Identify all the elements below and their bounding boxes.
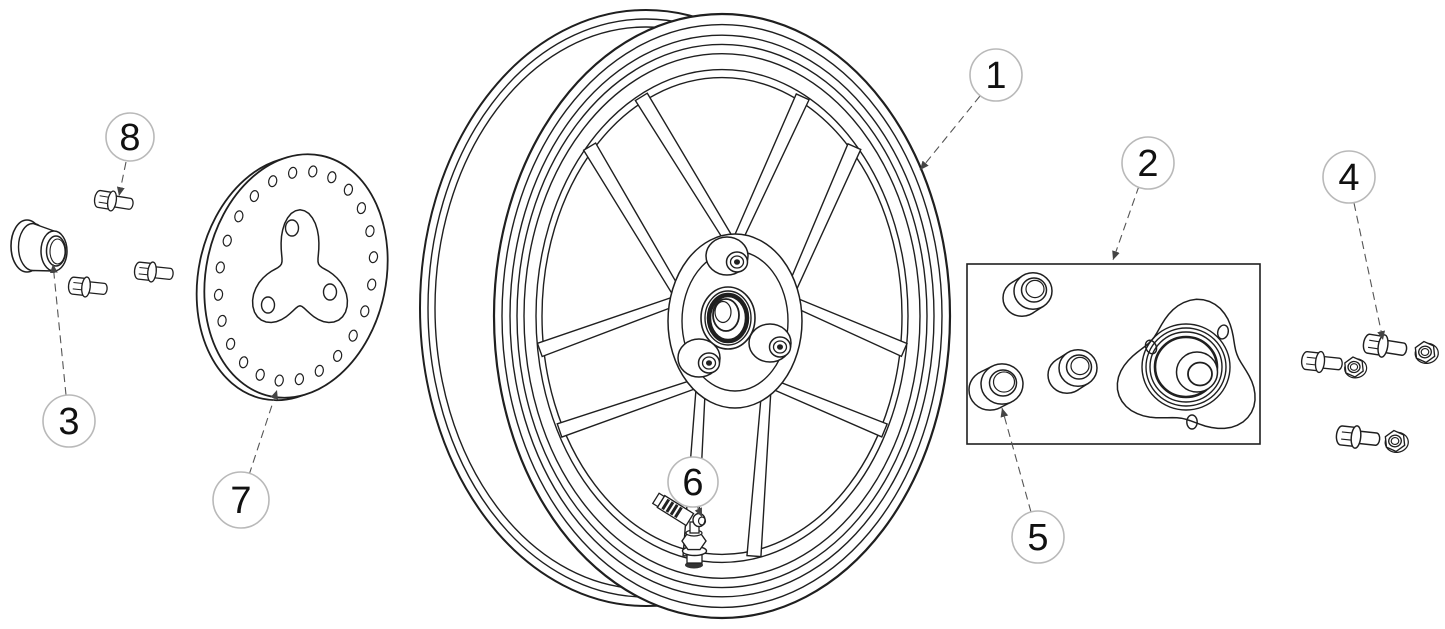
disc-bolts-drawing [67, 189, 174, 298]
front-wheel-drawing [419, 9, 952, 620]
bolt-drawing [1362, 333, 1408, 358]
callout-number: 4 [1338, 157, 1359, 199]
bolt-drawing [133, 261, 174, 283]
hub-carrier-drawing [1116, 298, 1256, 430]
callout-3[interactable]: 3 [42, 394, 96, 448]
callout-6[interactable]: 6 [667, 456, 719, 508]
callout-circle [1322, 150, 1376, 204]
tire-valve-drawing [651, 492, 708, 569]
callout-circle [212, 471, 270, 529]
leader-line-8 [116, 161, 127, 197]
callout-2[interactable]: 2 [1121, 136, 1175, 190]
leader-line-5 [1000, 407, 1032, 513]
bearing-spacer-drawing [968, 363, 1024, 411]
leader-line-6 [694, 505, 703, 518]
callout-7[interactable]: 7 [212, 471, 270, 529]
flange-nut-drawing [1344, 356, 1368, 379]
bolt-drawing [1335, 425, 1381, 449]
bearing-drawing [1047, 349, 1098, 394]
callout-number: 2 [1137, 143, 1158, 185]
brake-disc-drawing [195, 153, 389, 402]
studs-and-nuts-drawing [1300, 333, 1439, 454]
callout-number: 7 [230, 480, 251, 522]
leader-line-2 [1112, 185, 1140, 261]
leader-line-4 [1353, 202, 1386, 341]
valve-cap [651, 492, 695, 527]
bearing-drawing [1002, 272, 1053, 317]
callout-circle [1121, 136, 1175, 190]
callout-number: 3 [58, 401, 79, 443]
callout-8[interactable]: 8 [105, 112, 155, 162]
bolt-drawing [67, 276, 108, 298]
leader-lines [49, 95, 1386, 518]
callout-circle [969, 48, 1023, 102]
callout-number: 5 [1027, 517, 1048, 559]
callout-number: 6 [682, 462, 703, 504]
leader-line-3 [49, 263, 67, 396]
bolt-drawing [1300, 350, 1343, 374]
callout-number: 8 [119, 117, 140, 159]
callout-circle [667, 456, 719, 508]
flange-nut-drawing [1384, 429, 1409, 454]
callout-1[interactable]: 1 [969, 48, 1023, 102]
callout-number: 1 [985, 55, 1006, 97]
callout-circle [42, 394, 96, 448]
hub-bearing-kit-box [966, 263, 1261, 445]
callout-circle [105, 112, 155, 162]
callout-circle [1011, 510, 1065, 564]
bolt-drawing [93, 189, 134, 212]
flange-nut-drawing [1414, 340, 1439, 365]
callout-5[interactable]: 5 [1011, 510, 1065, 564]
leader-line-7 [248, 389, 278, 476]
spacer-bushing-drawing [10, 219, 68, 273]
leader-line-1 [919, 95, 981, 171]
callout-4[interactable]: 4 [1322, 150, 1376, 204]
